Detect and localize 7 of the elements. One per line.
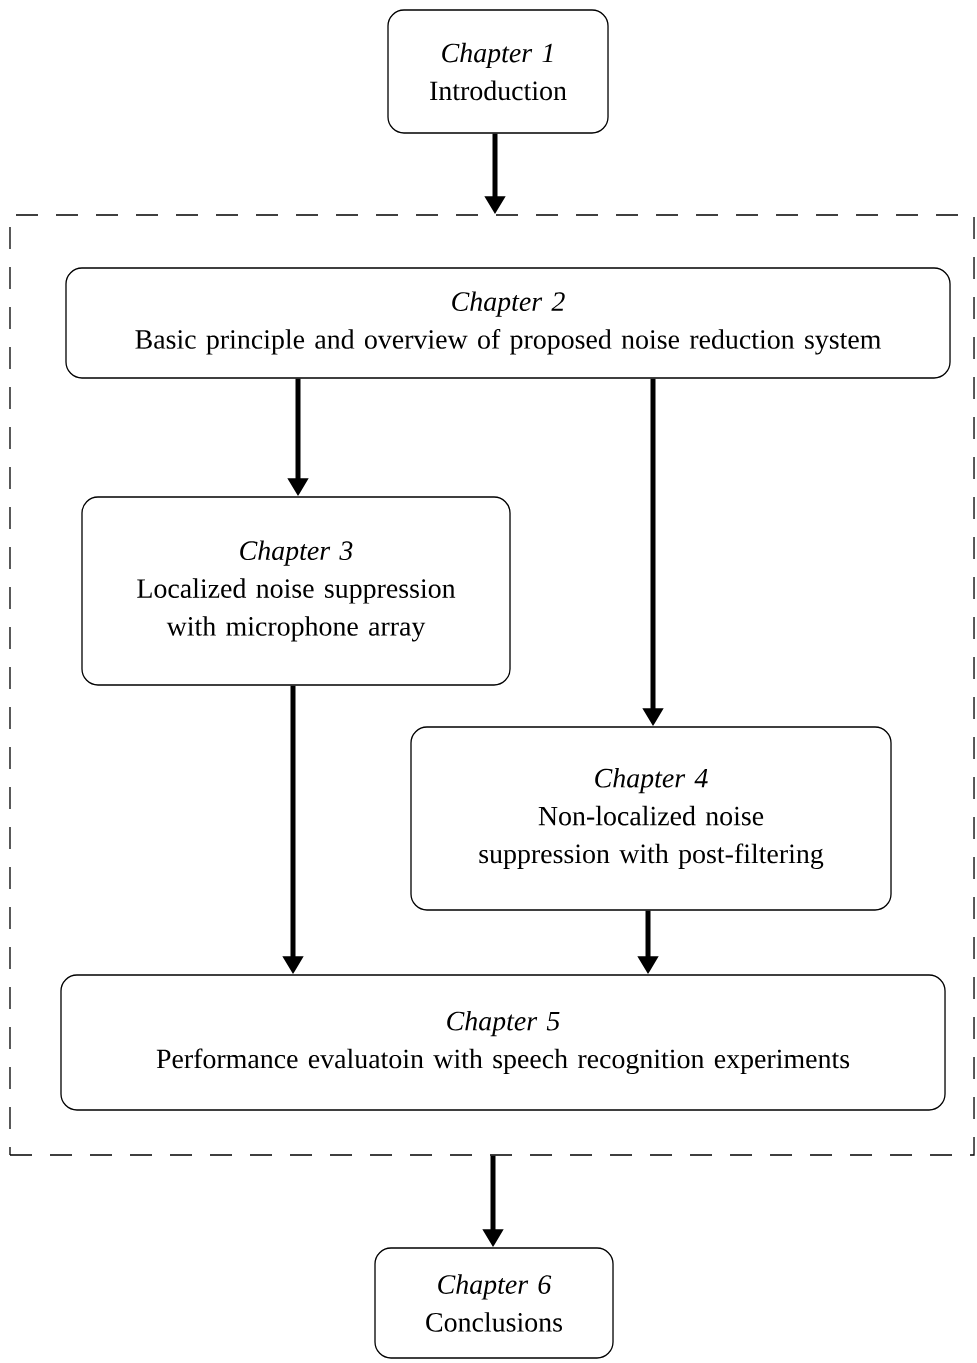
dashed-group-frame [9, 214, 975, 1156]
chapter-box: Chapter 2 Basic principle and overview of proposed noise reduction system [65, 267, 951, 379]
chapter-box: Chapter 3 Localized noise suppression with microphone array [81, 496, 511, 686]
chapter-box: Chapter 6 Conclusions [374, 1247, 614, 1359]
chapter-box: Chapter 1 Introduction [387, 9, 609, 134]
chapter-box: Chapter 5 Performance evaluatoin with speech recognition experiments [60, 974, 946, 1111]
chapter-box: Chapter 4 Non-localized noise suppression with post-filtering [410, 726, 892, 911]
